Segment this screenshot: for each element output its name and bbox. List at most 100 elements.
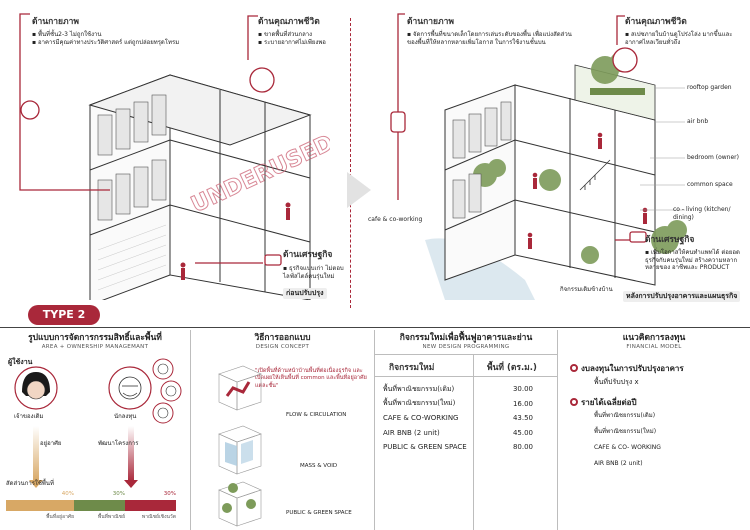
- design-section: วิธีการออกแบบ DESIGN CONCEPT "เปิดพื้นที…: [191, 330, 374, 530]
- finance-title: แนวคิดการลงทุน: [622, 333, 686, 343]
- cost-bullet-icon: [570, 364, 578, 372]
- callout-cafe: cafe & co-working: [368, 216, 423, 223]
- income-bullet-icon: [570, 398, 578, 406]
- owner-arrow: [33, 426, 39, 482]
- developer-arrow-head: [124, 480, 138, 488]
- income-title: รายได้เฉลี่ยต่อปี: [570, 396, 637, 409]
- after-physical-note: ด้านกายภาพ ▪ จัดการพื้นที่ขนาดเล็กโดยการ…: [407, 14, 582, 46]
- income-item: AIR BNB (2 unit): [594, 460, 643, 467]
- public-green-diagram: [218, 481, 262, 527]
- column-divider: [190, 330, 191, 530]
- share-bar-segment: [125, 500, 176, 511]
- income-item: พื้นที่พาณิชยกรรม(เดิม): [594, 412, 656, 419]
- investor-avatar-2: [160, 380, 182, 402]
- program-col-area: พื้นที่ (ตร.ม.): [487, 363, 537, 373]
- developer-label: นักลงทุน: [114, 413, 137, 420]
- share-bar-percent: 30%: [112, 491, 125, 497]
- before-life-title: ด้านคุณภาพชีวิต: [258, 17, 320, 27]
- share-labels: พื้นที่อยู่อาศัย พื้นที่พาณิชย์ พาณิชย์เชิ…: [6, 513, 176, 521]
- concept-public-label: PUBLIC & GREEN SPACE: [286, 510, 352, 516]
- after-physical-text: ▪ จัดการพื้นที่ขนาดเล็กโดยการเล่นระดับขอ…: [407, 31, 572, 46]
- callout-rooftop-garden: rooftop garden: [687, 84, 732, 91]
- concept-flow-label: FLOW & CIRCULATION: [286, 412, 347, 418]
- finance-subtitle: FINANCIAL MODEL: [626, 344, 682, 350]
- before-building-drawing: UNDERUSED: [88, 74, 330, 300]
- callout-co-living: co - living (kitchen/ dining): [673, 206, 731, 221]
- after-economy-note: ด้านเศรษฐกิจ ▪ เพิ่มโอกาสให้คนทำแพทได้ ต…: [645, 232, 747, 272]
- program-col-activity: กิจกรรมใหม่: [389, 363, 435, 373]
- program-activity-cell: พื้นที่พาณิชยกรรม(เดิม): [383, 384, 455, 393]
- before-physical-item: ▪ พื้นที่ชั้น2-3 ไม่ถูกใช้งาน: [32, 31, 102, 38]
- before-life-item: ▪ ระบายอากาศไม่เพียงพอ: [258, 38, 326, 46]
- share-bar-label: พาณิชย์เชิงนวัต: [141, 514, 176, 520]
- dev-label: พัฒนาโครงการ: [98, 440, 139, 447]
- developer-arrow: [128, 426, 134, 482]
- program-section: กิจกรรมใหม่เพื่อฟื้นฟูอาคารและย่าน NEW D…: [375, 330, 557, 530]
- design-title: วิธีการออกแบบ: [254, 333, 311, 343]
- live-label: อยู่อาศัย: [40, 440, 62, 447]
- share-bar-label: พื้นที่พาณิชย์: [97, 514, 125, 520]
- program-area-cell: 16.00: [512, 399, 533, 408]
- before-physical-note: ด้านกายภาพ ▪ พื้นที่ชั้น2-3 ไม่ถูกใช้งาน…: [32, 14, 182, 46]
- arrow-icon: [347, 172, 371, 208]
- design-subtitle: DESIGN CONCEPT: [255, 344, 310, 350]
- investor-avatar-1: [152, 358, 174, 380]
- flow-circulation-diagram: [218, 365, 262, 411]
- area-subtitle: AREA + OWNERSHIP MANAGEMANT: [41, 344, 149, 350]
- program-row: AIR BNB (2 unit)45.00: [381, 426, 551, 441]
- share-bar-segment: [74, 500, 125, 511]
- after-economy-title: ด้านเศรษฐกิจ: [645, 235, 695, 245]
- column-divider: [374, 330, 375, 530]
- after-panel: ด้านกายภาพ ▪ จัดการพื้นที่ขนาดเล็กโดยการ…: [355, 0, 750, 303]
- share-bar-segment: [6, 500, 74, 511]
- design-quote: "เปิดพื้นที่ด้านหน้าบ้านพื้นที่ต่อเนื่อง…: [255, 368, 367, 389]
- before-economy-note: ด้านเศรษฐกิจ ▪ ธุรกิจแบบเก่า ไม่ตอบ ไลฟ์…: [283, 247, 347, 300]
- developer-avatar: [108, 366, 152, 410]
- owner-avatar: [14, 366, 58, 410]
- program-activity-cell: PUBLIC & GREEN SPACE: [383, 443, 467, 452]
- income-item: พื้นที่พาณิชยกรรม(ใหม่): [594, 428, 657, 435]
- program-row: พื้นที่พาณิชยกรรม(ใหม่) 16.00: [381, 397, 551, 412]
- program-activity-cell: AIR BNB (2 unit): [383, 428, 440, 437]
- program-activity-cell: CAFE & CO-WORKING: [383, 414, 459, 423]
- column-divider: [557, 330, 558, 530]
- share-bar-percent: 30%: [163, 491, 176, 497]
- area-title: รูปแบบการจัดการกรรมสิทธิ์และพื้นที่: [28, 333, 162, 343]
- after-physical-title: ด้านกายภาพ: [407, 17, 454, 27]
- callout-air-bnb: air bnb: [687, 118, 709, 125]
- after-label: หลังการปรับปรุงอาคารและแผนธุรกิจ: [623, 291, 741, 303]
- program-area-cell: 80.00: [512, 443, 533, 452]
- before-economy-item: ไลฟ์สไตล์คนรุ่นใหม่: [283, 272, 335, 280]
- after-connector-lines: [390, 13, 685, 243]
- callout-common-space: common space: [687, 181, 733, 188]
- program-activity-cell: พื้นที่พาณิชยกรรม(ใหม่): [383, 399, 456, 408]
- program-title: กิจกรรมใหม่เพื่อฟื้นฟูอาคารและย่าน: [399, 333, 533, 343]
- before-physical-item: ▪ อาคารมีคุณค่าทางประวัติศาสตร์ แต่ถูกปล…: [32, 38, 180, 46]
- cost-item: พื้นที่ปรับปรุง x: [594, 378, 639, 386]
- cost-title: งบลงทุนในการปรับปรุงอาคาร: [570, 362, 684, 375]
- program-row: พื้นที่พาณิชยกรรม(เดิม)30.00: [381, 382, 551, 397]
- share-bar-label: พื้นที่อยู่อาศัย: [46, 514, 74, 520]
- before-economy-item: ▪ ธุรกิจแบบเก่า ไม่ตอบ: [283, 265, 344, 272]
- concept-mass-label: MASS & VOID: [300, 463, 338, 469]
- before-life-note: ด้านคุณภาพชีวิต ▪ ขาดพื้นที่ส่วนกลาง ▪ ร…: [258, 14, 348, 46]
- before-physical-title: ด้านกายภาพ: [32, 17, 79, 27]
- after-life-title: ด้านคุณภาพชีวิต: [625, 17, 687, 27]
- section-rule: [0, 327, 750, 328]
- area-section: รูปแบบการจัดการกรรมสิทธิ์และพื้นที่ AREA…: [0, 330, 190, 530]
- before-panel: UNDERUSED ด้านกายภาพ ▪ พื้นที่ชั้น2-3 ไม…: [0, 0, 345, 300]
- program-row: PUBLIC & GREEN SPACE 80.00: [381, 440, 551, 455]
- owner-arrow-head: [29, 480, 43, 488]
- income-item: CAFE & CO- WORKING: [594, 444, 661, 451]
- before-economy-title: ด้านเศรษฐกิจ: [283, 250, 333, 260]
- callout-old-activity: กิจกรรมเดิมข้างบ้าน: [560, 286, 613, 293]
- share-percentages: 40% 30% 30%: [6, 491, 176, 499]
- before-life-item: ▪ ขาดพื้นที่ส่วนกลาง: [258, 31, 313, 38]
- share-label: สัดส่วนการใช้พื้นที่: [6, 480, 54, 487]
- finance-section: แนวคิดการลงทุน FINANCIAL MODEL งบลงทุนใน…: [558, 330, 750, 530]
- share-bar-percent: 40%: [61, 491, 74, 497]
- share-bar: [6, 500, 176, 511]
- after-building-drawing: [425, 52, 687, 300]
